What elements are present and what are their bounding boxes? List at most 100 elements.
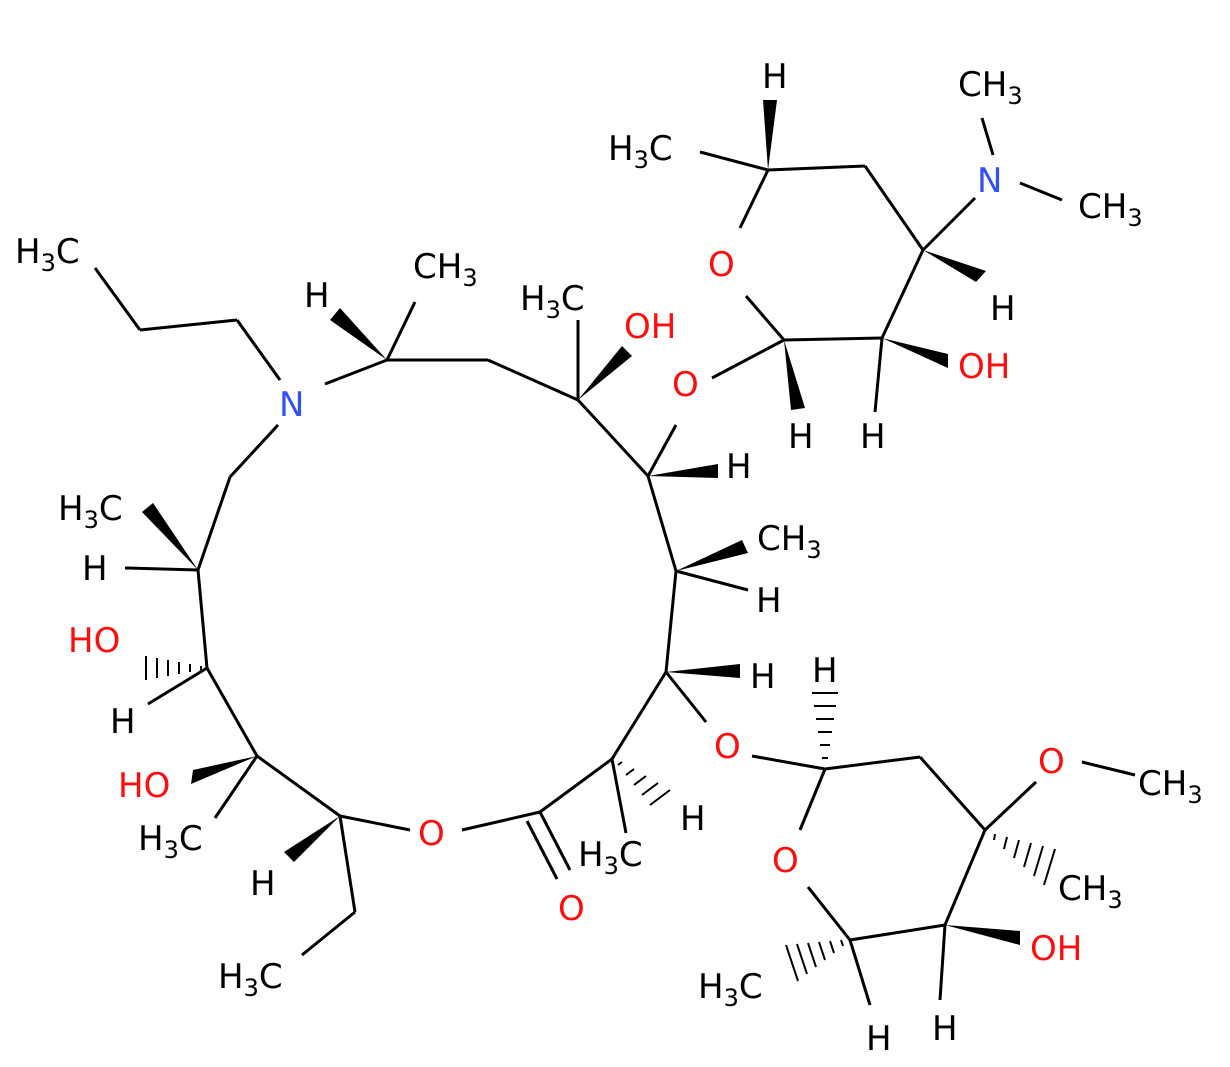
- wedge-bonds: [142, 100, 1020, 945]
- atom-nitrogen-ring: N: [279, 385, 304, 425]
- group-c10-ch3: H3C: [58, 489, 123, 534]
- bond: [139, 318, 238, 332]
- atom-labels: N N O O O O O O O H3C H3C H3C CH3 H3C CH…: [15, 57, 1203, 1059]
- hydrogen-c2: H: [680, 799, 706, 839]
- atom-oxygen-methoxy: O: [1038, 742, 1065, 782]
- bond: [196, 476, 232, 571]
- atom-oxygen-carbonyl: O: [558, 889, 585, 929]
- bond: [880, 249, 925, 339]
- hydrogen-clad-c1: H: [812, 651, 838, 691]
- wedge-bond: [284, 816, 340, 862]
- bond: [863, 165, 925, 251]
- hashed-bond: [617, 761, 671, 806]
- group-c6-ch3: H3C: [520, 279, 585, 324]
- wedge-bond: [882, 338, 948, 368]
- group-desosamine-ch3: H3C: [608, 129, 673, 174]
- bond: [339, 814, 411, 832]
- hydrogen-c9a: H: [304, 276, 330, 316]
- bond: [980, 117, 995, 156]
- atom-oxygen-ring-desosamine: O: [708, 245, 735, 285]
- hydrogen-c5: H: [726, 447, 752, 487]
- bond: [848, 939, 872, 1006]
- bond: [744, 295, 786, 341]
- bond: [938, 924, 947, 1001]
- bond: [738, 169, 770, 229]
- group-c8-ch3: CH3: [413, 247, 478, 292]
- hydrogen-c10: H: [82, 549, 108, 589]
- bond-lines: [93, 117, 1136, 1006]
- group-oh-c12: HO: [118, 766, 170, 806]
- bond: [213, 755, 259, 819]
- bond: [93, 267, 142, 331]
- bond: [921, 196, 977, 252]
- group-cladinose-c3-ch3: CH3: [1058, 869, 1123, 914]
- bond: [610, 758, 628, 834]
- bond: [751, 754, 826, 771]
- bond: [943, 829, 987, 926]
- bond: [228, 423, 280, 479]
- bond: [385, 301, 417, 361]
- group-ethyl-ch3: H3C: [218, 957, 283, 1002]
- bond: [235, 319, 282, 381]
- group-oh-cladinose: OH: [1030, 929, 1082, 969]
- hashed-bond: [993, 833, 1056, 886]
- hydrogen-des-c1: H: [788, 417, 814, 457]
- bond: [646, 424, 678, 477]
- bond: [711, 338, 785, 380]
- wedge-bond: [676, 540, 748, 571]
- hydrogen-c11: H: [110, 702, 136, 742]
- hydrogen-clad-c4: H: [932, 1009, 958, 1049]
- bond: [461, 810, 541, 832]
- bond: [610, 671, 668, 760]
- group-c4-ch3: CH3: [757, 519, 822, 564]
- bond: [699, 150, 769, 172]
- bond: [338, 815, 357, 913]
- wedge-bond: [784, 340, 805, 410]
- bond: [918, 756, 987, 831]
- group-oh-c11: HO: [68, 621, 120, 661]
- atom-oxygen-link-lower: O: [714, 727, 741, 767]
- atom-oxygen-link-upper: O: [672, 365, 699, 405]
- bond: [873, 337, 884, 413]
- wedge-bond: [763, 100, 777, 170]
- group-cladinose-c5-ch3: H3C: [698, 967, 763, 1012]
- bond: [824, 755, 921, 771]
- group-nme-ch3-top: CH3: [958, 65, 1023, 110]
- hydrogen-des-c2: H: [860, 417, 886, 457]
- group-propyl-ch3: H3C: [15, 232, 80, 277]
- bond: [767, 164, 866, 172]
- atom-nitrogen-dimethylamino: N: [977, 161, 1002, 201]
- hydrogen-c13: H: [250, 864, 276, 904]
- hydrogen-c4: H: [756, 581, 782, 621]
- wedge-bond: [666, 664, 740, 678]
- hashed-bonds: [145, 656, 1056, 982]
- bond: [301, 910, 356, 957]
- bond: [646, 475, 678, 572]
- bond: [324, 358, 388, 386]
- bond: [675, 569, 749, 592]
- group-methoxy-ch3: CH3: [1138, 764, 1203, 809]
- bond: [983, 780, 1038, 832]
- hydrogen-des-c5: H: [762, 57, 788, 97]
- bond: [538, 811, 572, 871]
- wedge-bond: [578, 346, 632, 400]
- wedge-bond: [648, 464, 718, 478]
- hashed-bond: [145, 656, 202, 680]
- bond: [196, 569, 209, 669]
- group-oh-desosamine: OH: [958, 347, 1010, 387]
- wedge-bond: [923, 250, 986, 282]
- bond: [487, 358, 579, 402]
- group-c12-ch3: H3C: [138, 819, 203, 864]
- bond: [1019, 181, 1063, 202]
- wedge-bond: [142, 503, 198, 570]
- group-oh-c6: OH: [624, 307, 676, 347]
- bond: [664, 671, 708, 723]
- wedge-bond: [330, 308, 387, 360]
- hydrogen-clad-c5: H: [866, 1019, 892, 1059]
- bond: [1081, 760, 1136, 777]
- bond: [664, 570, 678, 673]
- wedge-bond: [945, 925, 1020, 945]
- bond: [205, 667, 259, 757]
- group-c2-ch3: H3C: [578, 835, 643, 880]
